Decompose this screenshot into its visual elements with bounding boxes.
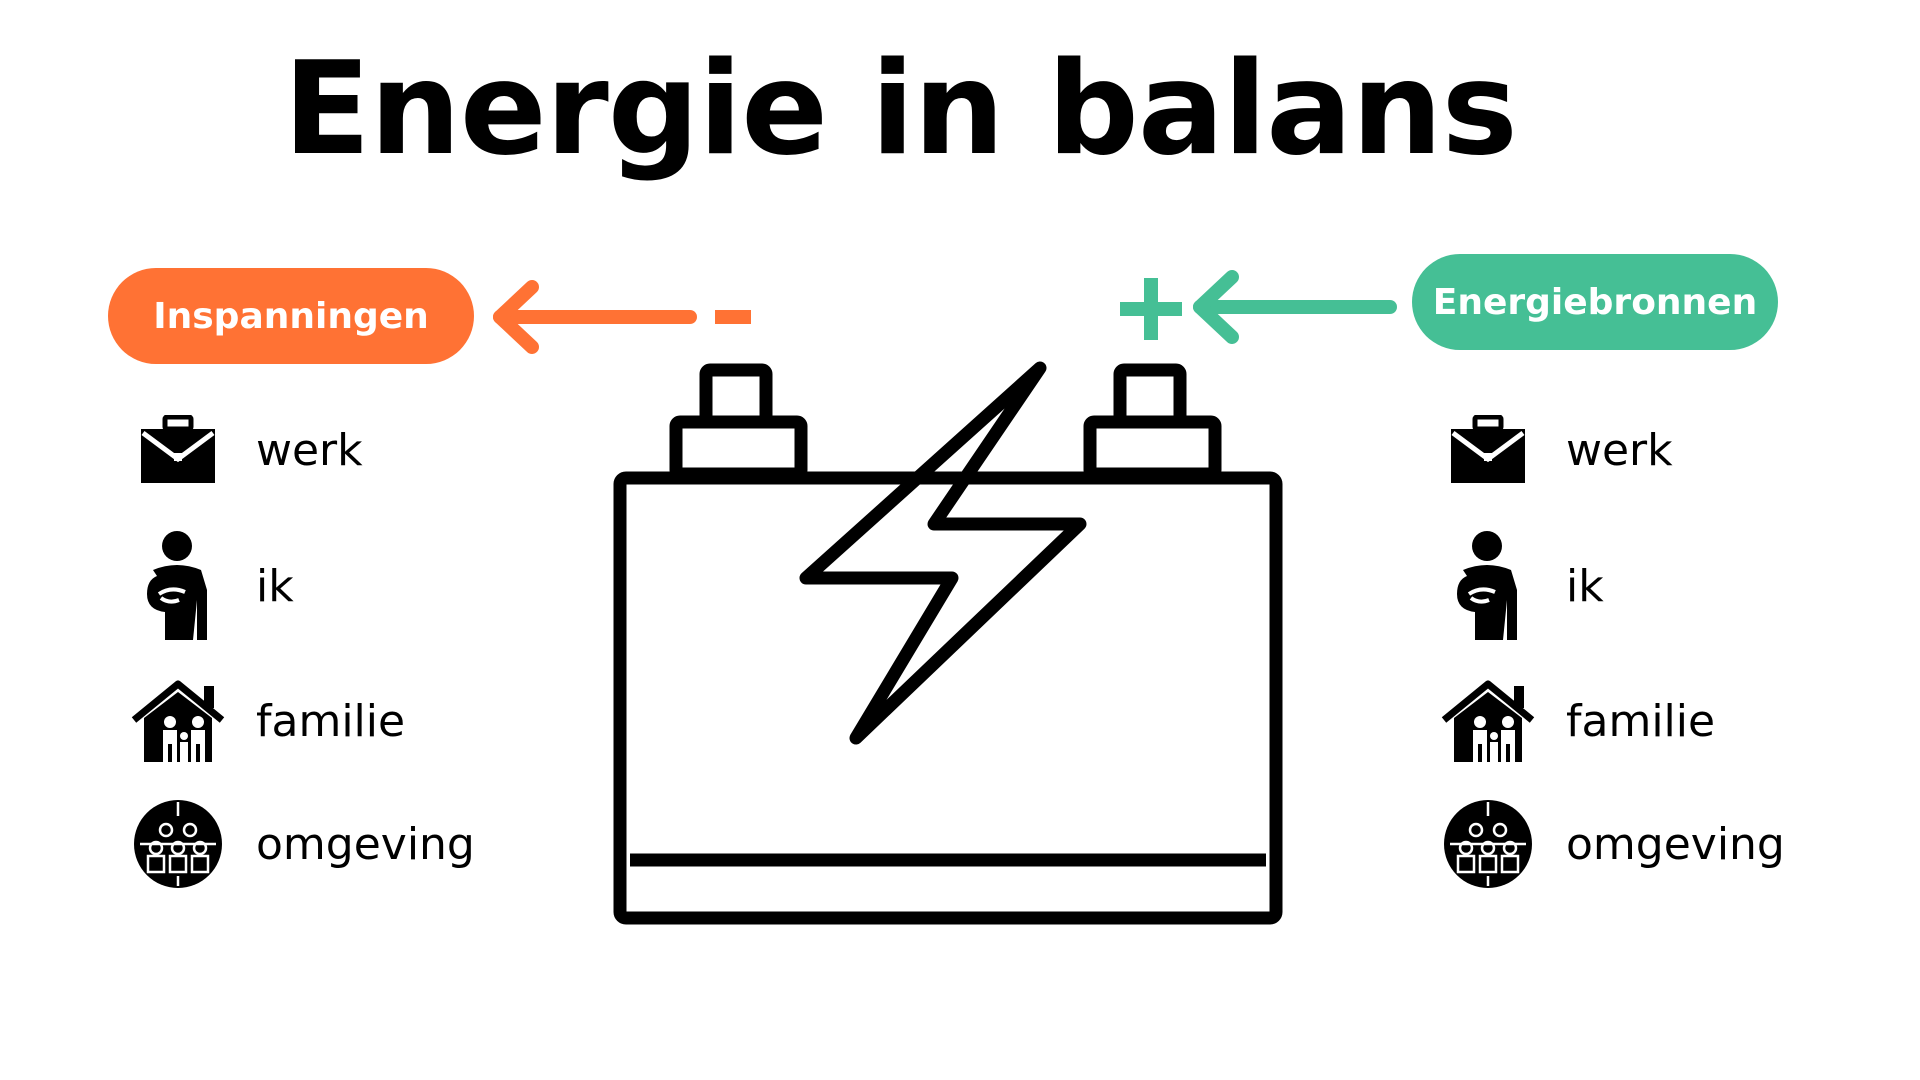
list-item: werk [130,400,550,500]
item-label: werk [256,424,363,476]
item-label: familie [256,695,406,747]
item-label: ik [1566,560,1604,612]
page-title: Energie in balans [283,35,1518,184]
list-item: ik [130,531,550,640]
list-item: omgeving [130,794,550,894]
community-globe-icon [1440,796,1536,892]
list-item: omgeving [1440,794,1860,894]
list-item: familie [130,671,550,771]
community-globe-icon [130,796,226,892]
item-label: omgeving [256,818,475,870]
plus-sign [1120,278,1182,340]
inspanningen-label: Inspanningen [153,295,429,337]
item-label: familie [1566,695,1716,747]
person-icon [130,531,226,640]
family-house-icon [1440,673,1536,769]
inspanningen-pill: Inspanningen [108,268,474,364]
energiebronnen-pill: Energiebronnen [1412,254,1778,350]
energiebronnen-label: Energiebronnen [1432,281,1758,323]
briefcase-icon [130,402,226,498]
arrow-right-icon [1193,270,1397,344]
item-label: omgeving [1566,818,1785,870]
item-label: werk [1566,424,1673,476]
person-icon [1440,531,1536,640]
arrow-left-icon [493,280,697,354]
briefcase-icon [1440,402,1536,498]
minus-sign [715,310,751,324]
list-item: familie [1440,671,1860,771]
battery-lightning-icon [613,361,1283,925]
item-label: ik [256,560,294,612]
list-item: werk [1440,400,1860,500]
family-house-icon [130,673,226,769]
list-item: ik [1440,531,1860,640]
